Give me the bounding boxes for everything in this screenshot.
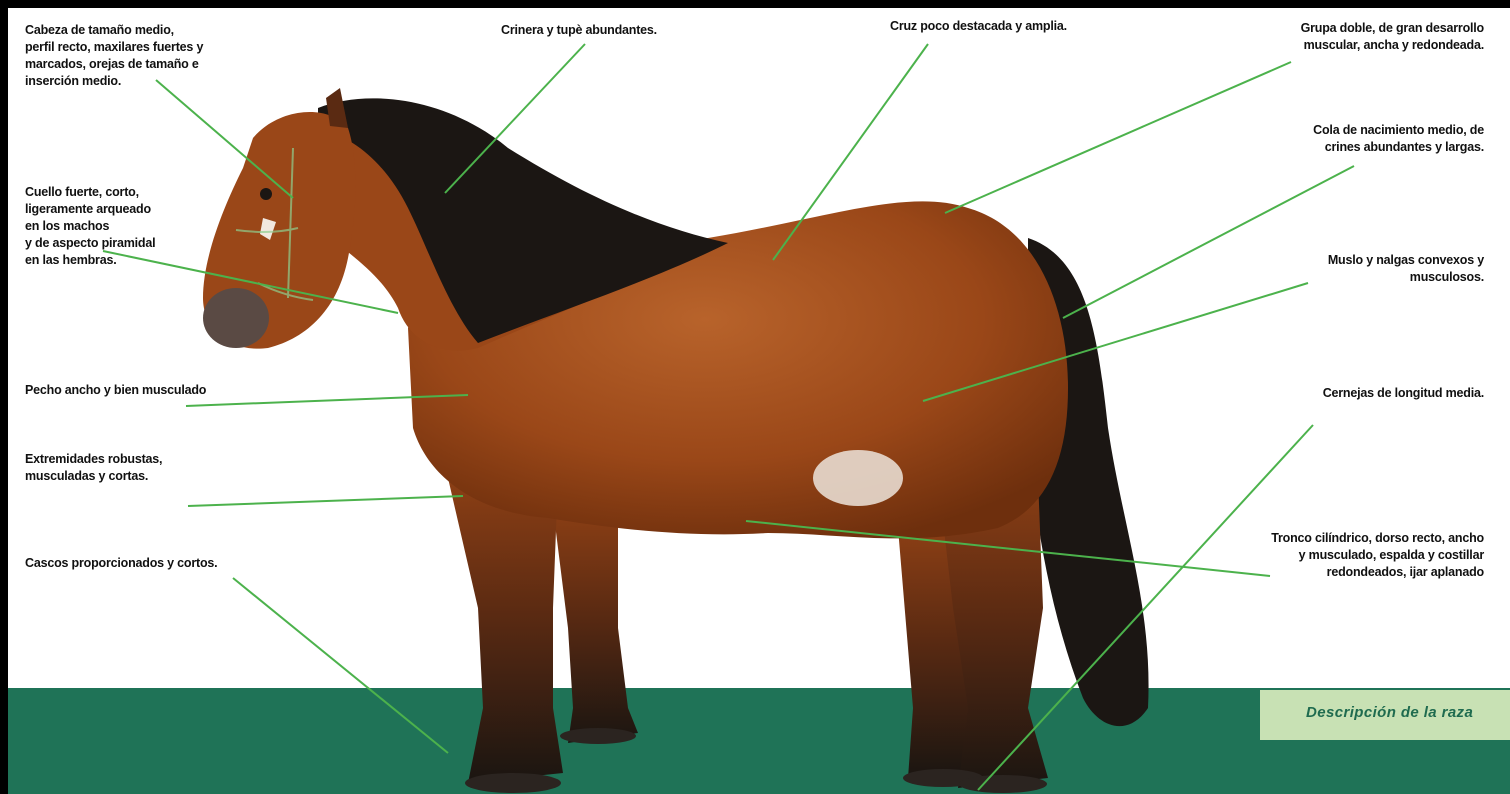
label-cruz: Cruz poco destacada y amplia. — [890, 18, 1067, 35]
horse-belly-patch — [813, 450, 903, 506]
horse-leg-front-near — [448, 478, 563, 783]
label-cascos: Cascos proporcionados y cortos. — [25, 555, 217, 572]
horse-leg-front-far — [553, 508, 638, 743]
horse-hoof — [560, 728, 636, 744]
leader-line-extremidades — [188, 496, 463, 506]
leader-line-grupa — [945, 62, 1291, 213]
leader-line-cola — [1063, 166, 1354, 318]
label-cuello: Cuello fuerte, corto, ligeramente arquea… — [25, 184, 155, 269]
label-muslo: Muslo y nalgas convexos y musculosos. — [1328, 252, 1484, 286]
label-cernejas: Cernejas de longitud media. — [1323, 385, 1484, 402]
horse-hoof — [465, 773, 561, 793]
label-crinera: Crinera y tupè abundantes. — [501, 22, 657, 39]
leader-line-cascos — [233, 578, 448, 753]
label-cabeza: Cabeza de tamaño medio, perfil recto, ma… — [25, 22, 203, 90]
label-extremidades: Extremidades robustas, musculadas y cort… — [25, 451, 162, 485]
label-tronco: Tronco cilíndrico, dorso recto, ancho y … — [1271, 530, 1484, 581]
horse-eye — [260, 188, 272, 200]
horse-hoof — [959, 775, 1047, 793]
label-pecho: Pecho ancho y bien musculado — [25, 382, 206, 399]
horse-muzzle — [203, 288, 269, 348]
horse-illustration — [8, 8, 1510, 794]
label-cola: Cola de nacimiento medio, de crines abun… — [1313, 122, 1484, 156]
label-grupa: Grupa doble, de gran desarrollo muscular… — [1301, 20, 1484, 54]
diagram-frame: Descripción de la raza — [8, 8, 1510, 794]
